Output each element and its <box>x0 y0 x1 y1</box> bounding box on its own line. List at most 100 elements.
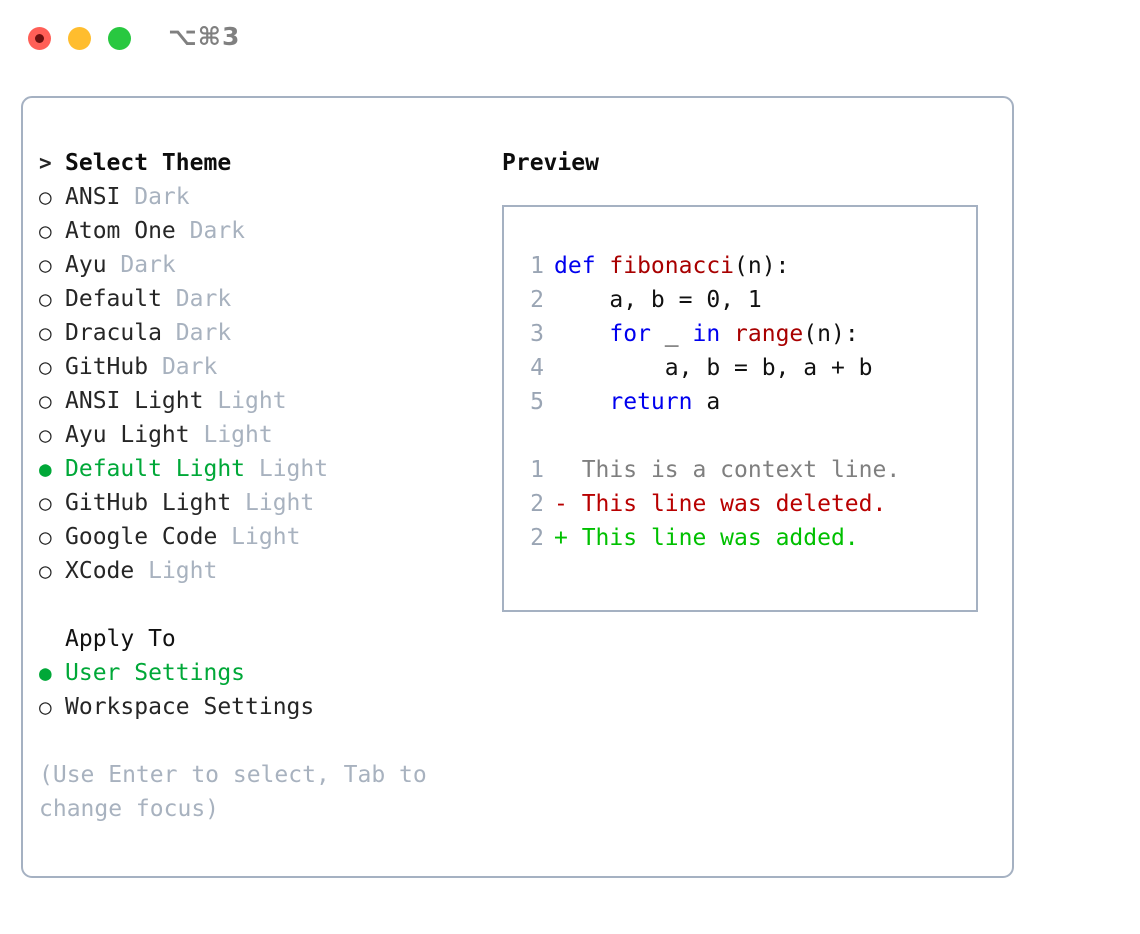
theme-name: ANSI <box>65 184 121 210</box>
radio-unselected-icon: ○ <box>39 321 52 345</box>
apply-to-list: ● User Settings ○ Workspace Settings <box>39 656 489 724</box>
theme-list-item[interactable]: ○ Ayu Light Light <box>39 418 489 452</box>
code-line: 4 a, b = b, a + b <box>520 351 900 385</box>
radio-unselected-icon: ○ <box>39 355 52 379</box>
theme-variant-badge: Light <box>203 388 287 414</box>
code-token: fibonacci <box>609 253 735 279</box>
theme-variant-badge: Dark <box>120 184 190 210</box>
radio-selected-icon: ● <box>39 661 52 685</box>
theme-list-item[interactable]: ● Default Light Light <box>39 452 489 486</box>
theme-name: Default <box>65 286 162 312</box>
theme-name: XCode <box>65 558 135 584</box>
radio-unselected-icon: ○ <box>39 185 52 209</box>
code-token: in <box>692 321 721 347</box>
theme-name: GitHub Light <box>65 490 232 516</box>
theme-list-item[interactable]: ○GitHub Light Light <box>39 486 489 520</box>
diff-text: This line was deleted. <box>581 491 887 517</box>
code-token: a, b = b, a + b <box>554 355 873 381</box>
window-title-shortcut: ⌥⌘3 <box>168 22 241 51</box>
title-bar: ⌥⌘3 <box>0 0 1140 78</box>
diff-sign <box>554 457 582 483</box>
code-line: 5 return a <box>520 385 900 419</box>
theme-list-item[interactable]: ○ GitHub Dark <box>39 350 489 384</box>
radio-unselected-icon: ○ <box>39 219 52 243</box>
code-token <box>554 321 609 347</box>
theme-picker-column: >Select Theme ○ANSI Dark○Atom One Dark○A… <box>39 146 489 826</box>
theme-variant-badge: Light <box>245 456 329 482</box>
diff-sign: - <box>554 491 582 517</box>
theme-name: GitHub <box>65 354 149 380</box>
diff-sign: + <box>554 525 582 551</box>
theme-name: Ayu Light <box>65 422 190 448</box>
theme-list-item[interactable]: ○ Google Code Light <box>39 520 489 554</box>
theme-variant-badge: Light <box>189 422 273 448</box>
code-token: (n): <box>734 253 790 279</box>
maximize-button[interactable] <box>108 27 131 50</box>
prompt-caret-icon: > <box>39 151 52 175</box>
keyboard-hint: (Use Enter to select, Tab to change focu… <box>39 758 439 826</box>
code-line: 2 a, b = 0, 1 <box>520 283 900 317</box>
content-panel: >Select Theme ○ANSI Dark○Atom One Dark○A… <box>21 96 1014 878</box>
apply-to-item[interactable]: ○ Workspace Settings <box>39 690 489 724</box>
close-button[interactable] <box>28 27 51 50</box>
theme-variant-badge: Light <box>217 524 301 550</box>
code-line: 3 for _ in range(n): <box>520 317 900 351</box>
diff-line: 1 This is a context line. <box>520 453 900 487</box>
theme-variant-badge: Dark <box>161 286 232 312</box>
code-token <box>720 321 734 347</box>
theme-name: Google Code <box>65 524 218 550</box>
apply-to-label: User Settings <box>65 660 246 686</box>
theme-variant-badge: Light <box>134 558 218 584</box>
radio-unselected-icon: ○ <box>39 287 52 311</box>
theme-list-item[interactable]: ○XCode Light <box>39 554 489 588</box>
line-number: 5 <box>530 389 544 415</box>
apply-to-label: Workspace Settings <box>65 694 315 720</box>
code-token: a <box>692 389 721 415</box>
radio-selected-icon: ● <box>39 457 52 481</box>
radio-unselected-icon: ○ <box>39 389 52 413</box>
section-spacer <box>39 588 489 622</box>
theme-list-item[interactable]: ○ANSI Light Light <box>39 384 489 418</box>
minimize-button[interactable] <box>68 27 91 50</box>
apply-to-header: Apply To <box>65 626 176 652</box>
code-token: return <box>609 389 693 415</box>
code-token: _ <box>650 321 693 347</box>
diff-line: 2 + This line was added. <box>520 521 900 555</box>
code-token: for <box>609 321 651 347</box>
diff-text: This is a context line. <box>581 457 901 483</box>
theme-name: Ayu <box>65 252 107 278</box>
radio-unselected-icon: ○ <box>39 253 52 277</box>
theme-list: ○ ANSI Dark ○ Atom One Dark ○ Ayu Dark ○ Defaul… <box>39 180 489 588</box>
theme-list-item[interactable]: ○ Default Dark <box>39 282 489 316</box>
theme-variant-badge: Dark <box>175 218 246 244</box>
theme-picker-header: > Select Theme <box>39 146 489 180</box>
radio-unselected-icon: ○ <box>39 525 52 549</box>
theme-list-item[interactable]: ○ Ayu Dark <box>39 248 489 282</box>
theme-name: Default Light <box>65 456 246 482</box>
line-number: 1 <box>530 253 544 279</box>
theme-variant-badge: Dark <box>106 252 176 278</box>
theme-list-item[interactable]: ○ Atom One Dark <box>39 214 489 248</box>
line-number: 1 <box>530 457 544 483</box>
code-token: a, b = 0, 1 <box>554 287 762 313</box>
theme-list-item[interactable]: ○ ANSI Dark <box>39 180 489 214</box>
line-number: 2 <box>530 525 544 551</box>
theme-picker-header-label: Select Theme <box>65 150 232 176</box>
keyboard-hint-line-1: (Use Enter to select, Tab to <box>39 762 427 788</box>
radio-unselected-icon: ○ <box>39 695 52 719</box>
theme-name: Atom One <box>65 218 176 244</box>
theme-list-item[interactable]: ○ Dracula Dark <box>39 316 489 350</box>
theme-variant-badge: Dark <box>161 320 232 346</box>
apply-to-item[interactable]: ● User Settings <box>39 656 489 690</box>
code-token: range <box>734 321 804 347</box>
theme-name: Dracula <box>65 320 162 346</box>
line-number: 2 <box>530 491 544 517</box>
theme-variant-badge: Dark <box>148 354 218 380</box>
radio-unselected-icon: ○ <box>39 423 52 447</box>
keyboard-hint-line-2: change focus) <box>39 796 220 822</box>
diff-text: This line was added. <box>581 525 859 551</box>
